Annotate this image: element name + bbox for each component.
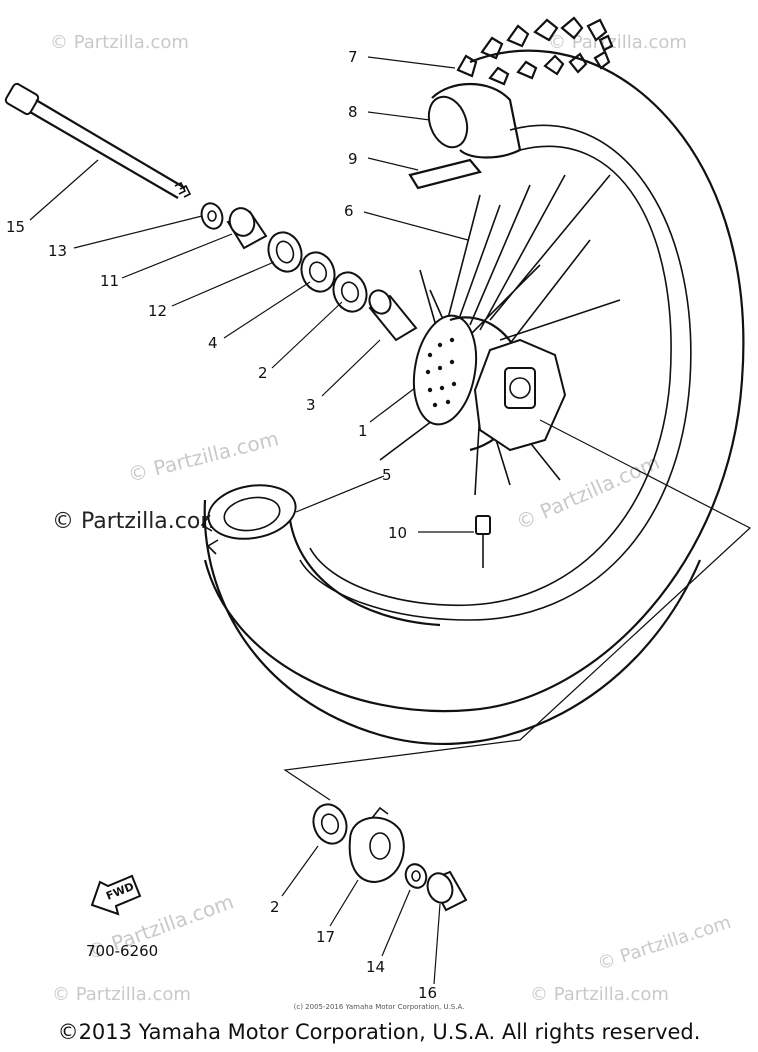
part-label-wheel-axle: 15 [6, 218, 25, 236]
part-label-collar-lower: 16 [418, 984, 437, 1002]
part-label-valve: 10 [388, 524, 407, 542]
gear-unit-17 [348, 806, 405, 884]
tire-drawing [203, 16, 745, 713]
spokes-drawing [379, 174, 621, 496]
watermark: © Partzilla.com [530, 984, 669, 1005]
watermark: © Partzilla.com [548, 32, 687, 53]
collar-11 [226, 207, 268, 250]
collar-16-lower [426, 870, 468, 912]
part-label-rim-band: 9 [348, 150, 358, 168]
washer-13 [200, 202, 224, 230]
part-label-oil-seal: 12 [148, 302, 167, 320]
part-label-collar: 11 [100, 272, 119, 290]
leader-lines [29, 56, 474, 985]
partzilla-watermark-main: © Partzilla.com [52, 509, 222, 534]
part-label-rim: 5 [382, 466, 392, 484]
valve-10 [475, 515, 491, 568]
part-label-gear-unit: 17 [316, 928, 335, 946]
part-label-spoke-set: 6 [344, 202, 354, 220]
watermark: © Partzilla.com [50, 32, 189, 53]
washer-14-lower [404, 863, 428, 889]
spacer-3 [368, 289, 418, 342]
part-label-washer-lower: 14 [366, 958, 385, 976]
watermark: © Partzilla.com [125, 426, 281, 487]
part-label-bearing-lower: 2 [270, 898, 280, 916]
part-label-bearing-2: 2 [258, 364, 268, 382]
rim-drawing [200, 484, 702, 745]
part-labels: 7 8 9 6 15 13 11 12 4 2 3 1 5 10 2 17 14… [6, 48, 437, 1002]
fwd-arrow-icon: FWD [90, 874, 142, 916]
tube-drawing [408, 82, 522, 190]
watermark: © Partzilla.com [52, 984, 191, 1005]
copyright-notice: ©2013 Yamaha Motor Corporation, U.S.A. A… [57, 1020, 701, 1044]
part-label-tire: 7 [348, 48, 358, 66]
diagram-code: 700-6260 [86, 942, 158, 960]
part-label-spacer: 3 [306, 396, 316, 414]
part-label-hub: 1 [358, 422, 368, 440]
hub-drawing [412, 314, 567, 452]
oil-seal-12 [267, 231, 303, 273]
part-label-washer: 13 [48, 242, 67, 260]
part-label-bearing: 4 [208, 334, 218, 352]
part-label-tube: 8 [348, 103, 358, 121]
watermark: © Partzilla.com [595, 912, 734, 975]
bearing-2-lower [312, 803, 348, 845]
small-copyright-notice: (c) 2005-2016 Yamaha Motor Corporation, … [293, 1003, 465, 1011]
axle-drawing [4, 82, 192, 199]
